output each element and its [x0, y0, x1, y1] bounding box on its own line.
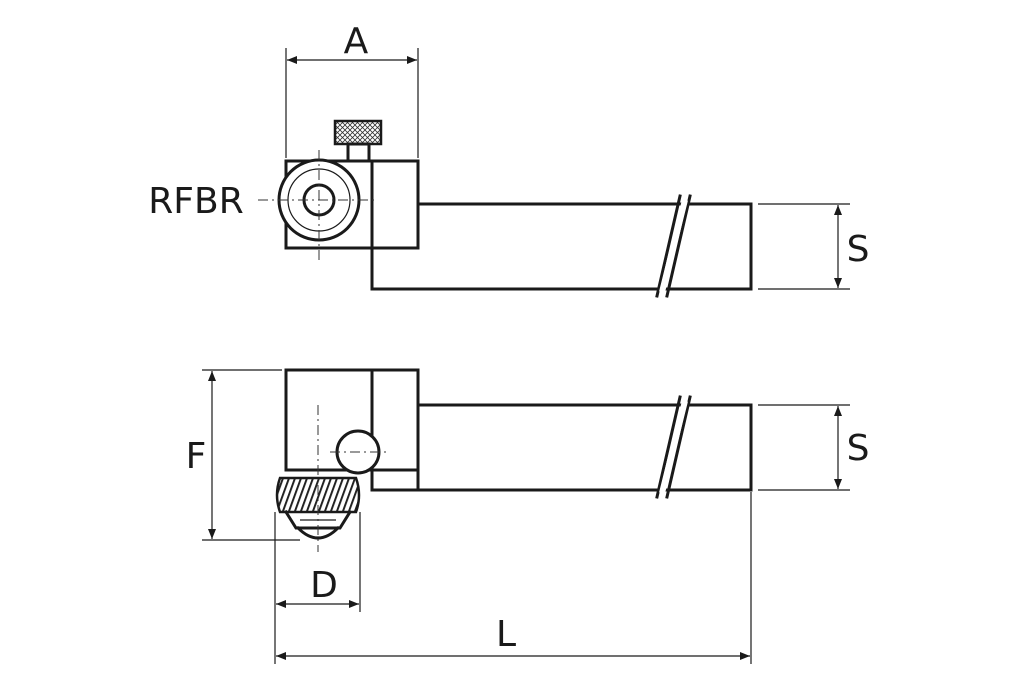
top-break-line-2 — [665, 194, 692, 298]
dim-l-label: L — [496, 614, 516, 655]
top-screw-neck — [346, 142, 371, 163]
dim-d-label: D — [310, 565, 338, 606]
bottom-break-line-2 — [665, 395, 692, 499]
bottom-shank — [416, 403, 753, 492]
top-break-gap — [659, 199, 688, 293]
top-view: A S RFBR — [148, 21, 870, 298]
bottom-break-line-1 — [655, 395, 682, 499]
bottom-break-gap — [659, 400, 688, 494]
bottom-view: F S D L — [186, 368, 870, 664]
dim-f-label: F — [186, 436, 207, 477]
model-label: RFBR — [148, 181, 243, 222]
top-knurled-knob — [333, 119, 383, 146]
bottom-roller-tip — [295, 525, 341, 540]
dim-s-bottom-label: S — [847, 428, 870, 469]
bottom-head-block — [284, 368, 420, 492]
top-shank — [370, 202, 753, 291]
dim-s-top-label: S — [847, 229, 870, 270]
dim-a-label: A — [344, 21, 369, 62]
top-break-line-1 — [655, 194, 682, 298]
